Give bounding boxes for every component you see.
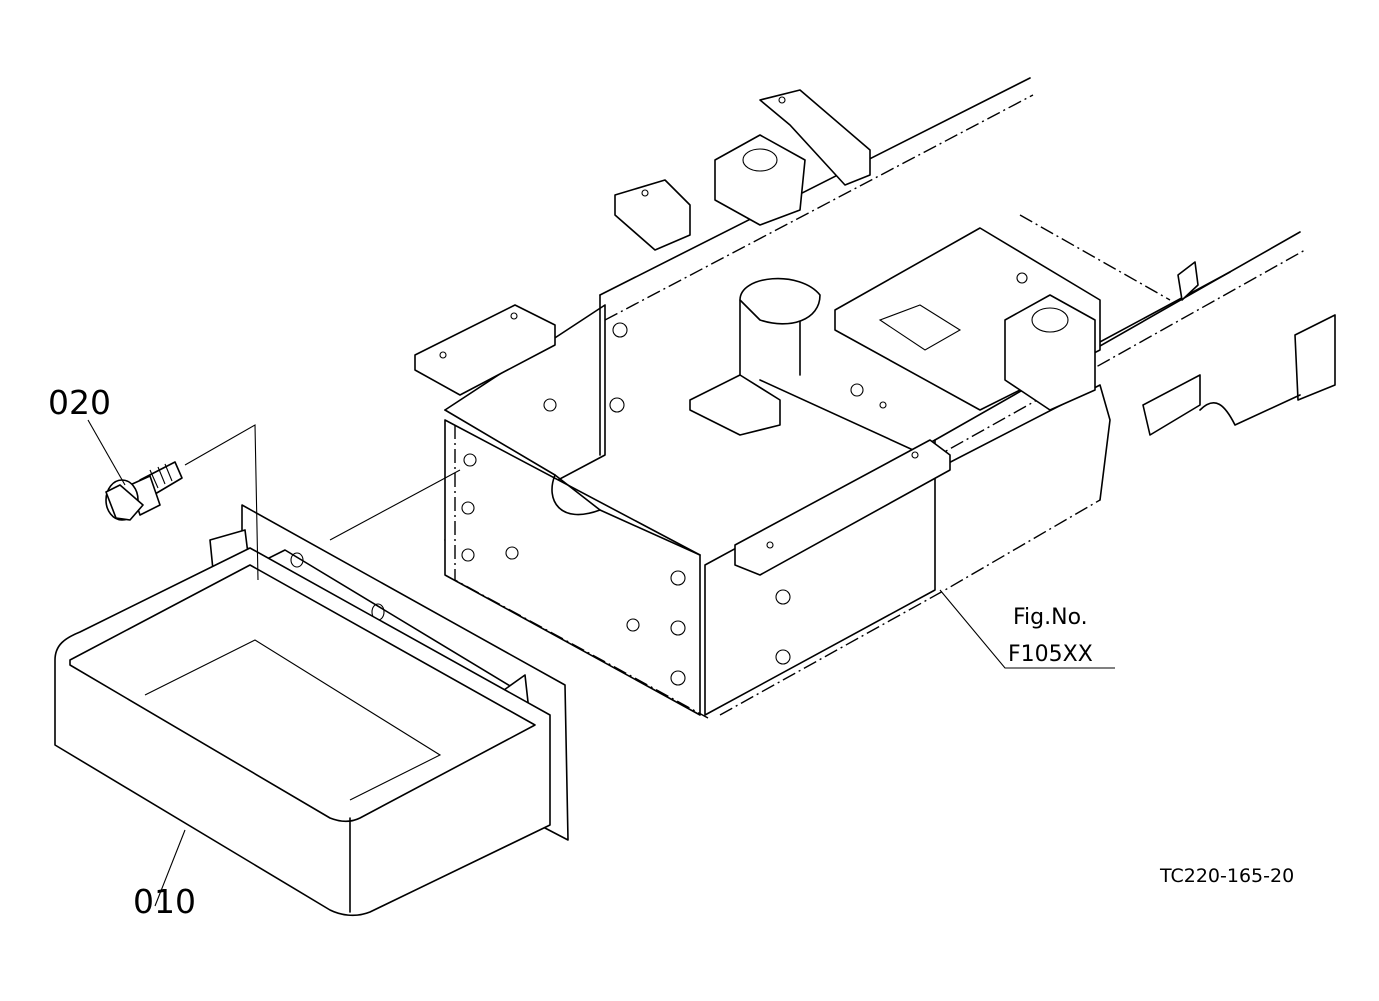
figure-ref-number: F105XX <box>1008 642 1093 667</box>
assembly-lines <box>87 419 1115 907</box>
callout-label-020: 020 <box>48 383 111 422</box>
leader-line-fig <box>939 589 1115 669</box>
machine-frame <box>414 77 1336 719</box>
part-020-bolt <box>105 461 183 521</box>
leader-line-010 <box>154 829 186 907</box>
drawing-number: TC220-165-20 <box>1159 865 1294 887</box>
part-010-tray <box>54 504 569 917</box>
callout-label-010: 010 <box>133 882 196 921</box>
leader-line-020 <box>87 419 126 486</box>
figure-ref-title: Fig.No. <box>1013 605 1088 630</box>
